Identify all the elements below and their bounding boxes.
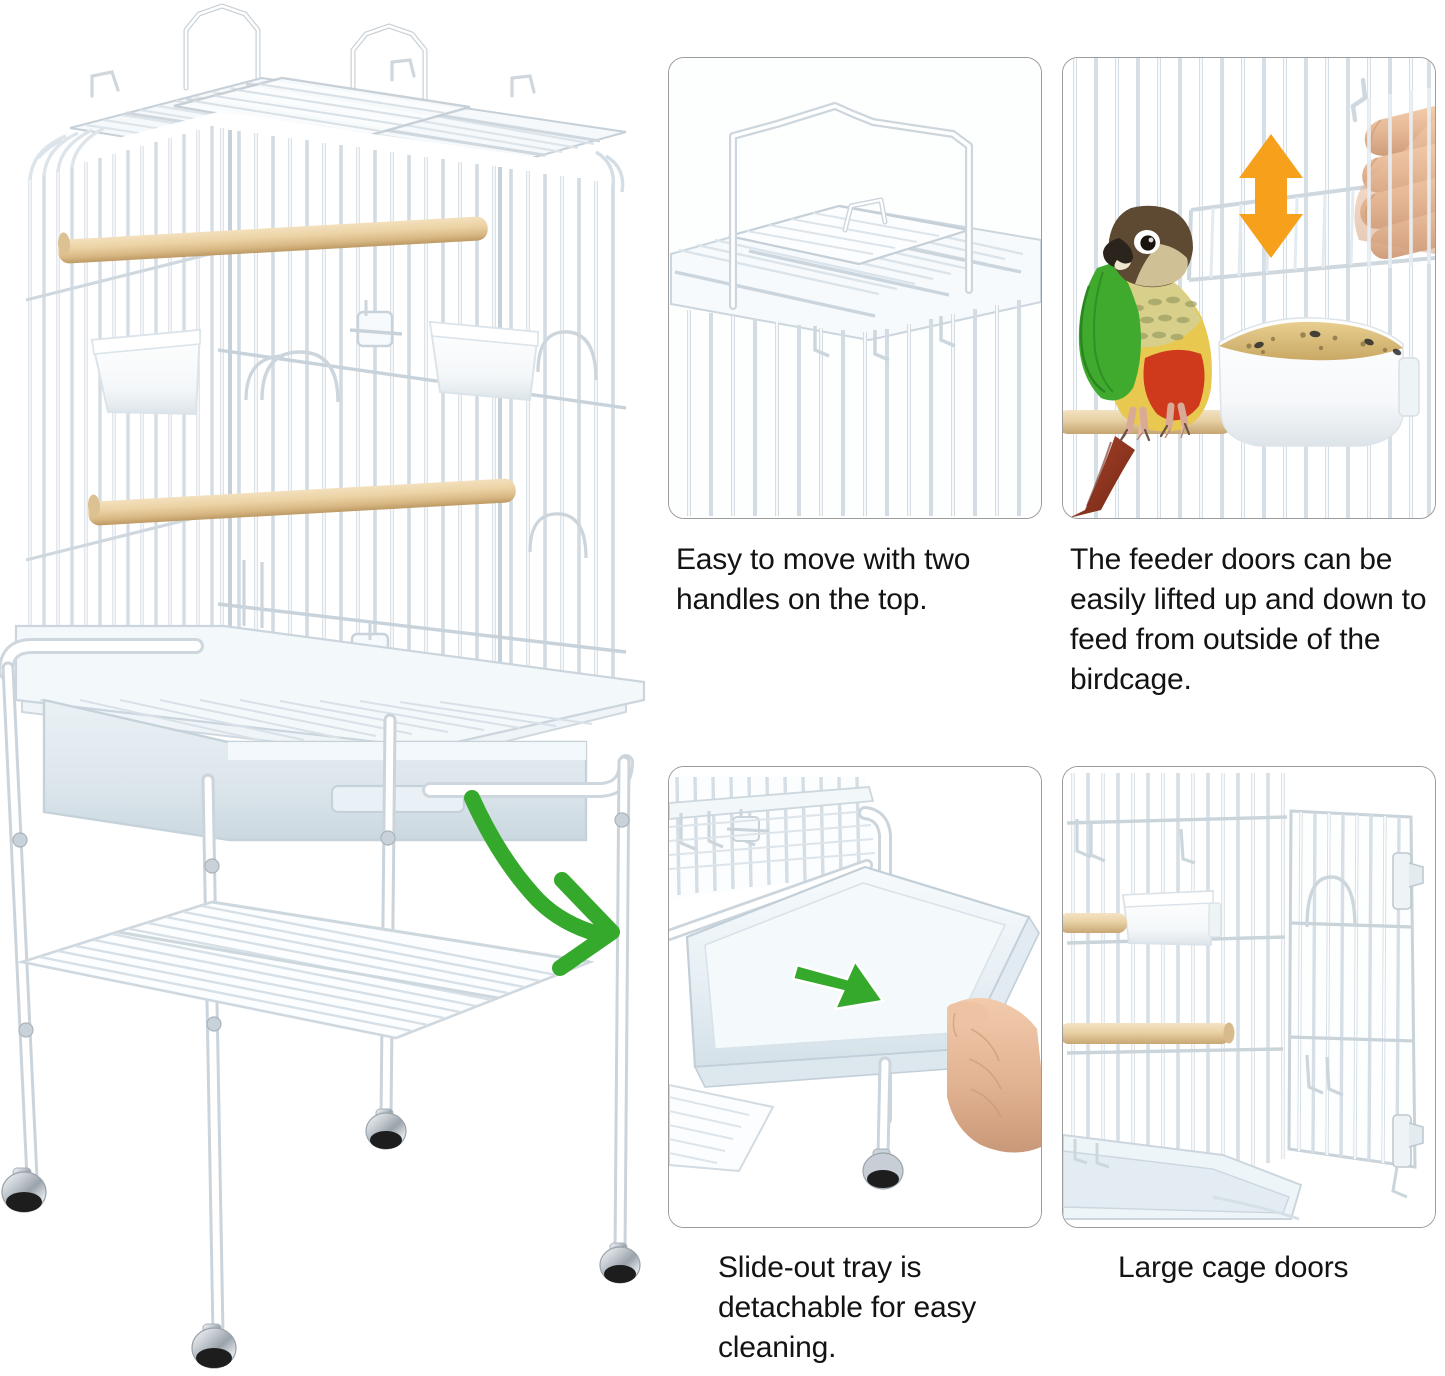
storage-shelf bbox=[669, 1083, 775, 1173]
caster-wheel bbox=[1, 1108, 641, 1369]
door-hinge-lower bbox=[1391, 1114, 1424, 1199]
cage-floor-grid bbox=[14, 624, 646, 762]
wooden-perch-upper bbox=[1063, 913, 1127, 933]
cage-bottom-bars bbox=[669, 775, 881, 899]
wooden-perch-lower bbox=[1063, 1022, 1235, 1044]
open-cage-door[interactable] bbox=[1287, 809, 1417, 1169]
caption-carry-handles: Easy to move with two handles on the top… bbox=[676, 543, 971, 616]
carry-handle-right bbox=[351, 24, 427, 110]
orange-up-down-arrow bbox=[1239, 134, 1303, 258]
door-hinge-upper bbox=[1392, 852, 1424, 910]
carry-handle-left bbox=[184, 4, 260, 90]
stand-screw bbox=[12, 812, 630, 1038]
feed-cup-left-side[interactable] bbox=[90, 328, 202, 416]
cage-front-face bbox=[217, 112, 627, 702]
cage-body-bars bbox=[1066, 773, 1288, 1177]
parrot-green-cheeked-conure bbox=[1069, 205, 1212, 518]
caster-wheel bbox=[862, 1148, 904, 1190]
green-curved-arrow bbox=[464, 790, 620, 976]
panel-slide-out-tray bbox=[668, 766, 1042, 1228]
roof-hinge-loops bbox=[90, 58, 536, 98]
hand-lifting-feeder-door bbox=[1354, 106, 1435, 259]
green-straight-arrow bbox=[791, 958, 886, 1011]
slide-out-tray-closeup bbox=[669, 767, 1041, 1227]
rolling-stand bbox=[0, 638, 634, 1341]
caption-large-cage-doors: Large cage doors bbox=[1118, 1251, 1349, 1284]
seed-bowl[interactable] bbox=[1218, 317, 1420, 447]
caption-slide-out-tray: Slide-out tray is detachable for easy cl… bbox=[718, 1251, 977, 1364]
panel-large-cage-doors bbox=[1062, 766, 1436, 1228]
stand-leg-tube bbox=[858, 806, 892, 1126]
wooden-perch-upper bbox=[57, 216, 488, 264]
caption-feeder-doors: The feeder doors can be easily lifted up… bbox=[1070, 543, 1427, 696]
feeder-door-closeup bbox=[1063, 58, 1435, 518]
bird-cage-illustration bbox=[0, 3, 646, 1369]
panel-carry-handles bbox=[668, 57, 1042, 519]
feed-cup-holder-arcs bbox=[260, 330, 598, 403]
feed-cup[interactable] bbox=[1121, 890, 1222, 946]
cage-base-tray bbox=[1063, 1133, 1303, 1221]
main-product-photo bbox=[0, 0, 660, 1376]
hand-pulling-tray bbox=[947, 998, 1041, 1153]
stand-leg-with-caster bbox=[862, 1056, 904, 1190]
stand-front-rail bbox=[669, 859, 873, 941]
door-arc-handles bbox=[242, 354, 588, 628]
panel-feeder-doors bbox=[1062, 57, 1436, 519]
large-cage-door-closeup bbox=[1063, 767, 1435, 1227]
slide-out-tray[interactable] bbox=[42, 698, 588, 842]
feed-cup-front-right[interactable] bbox=[428, 320, 540, 402]
carry-handle-wire-highlight bbox=[731, 104, 971, 308]
door-latch-upper[interactable] bbox=[349, 300, 403, 348]
stand-storage-shelf bbox=[16, 900, 595, 1040]
wooden-perch-lower bbox=[87, 478, 516, 526]
carry-handle-closeup bbox=[669, 58, 1041, 518]
